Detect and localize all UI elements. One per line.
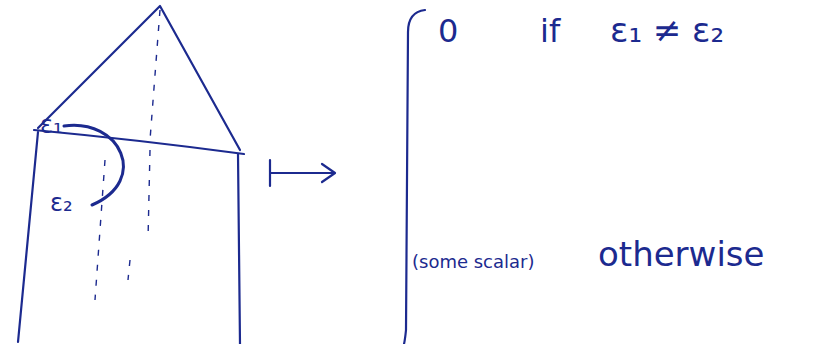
hidden-edge xyxy=(150,10,160,140)
edge-label: ε₁ xyxy=(40,112,63,138)
case-condition: ε₁ ≠ ε₂ xyxy=(610,12,724,49)
hidden-edge xyxy=(95,160,105,300)
case-condition: otherwise xyxy=(598,236,764,273)
hidden-edge xyxy=(148,150,150,240)
gluing-arc xyxy=(64,125,123,205)
right-edge xyxy=(238,154,240,344)
pyramid-outline xyxy=(38,6,240,150)
left-edge xyxy=(18,132,38,342)
case-value: 0 xyxy=(438,14,458,49)
case-value: (some scalar) xyxy=(412,252,535,272)
case-condition: if xyxy=(540,14,560,49)
hidden-edge xyxy=(128,260,130,280)
edge-label: ε₂ xyxy=(50,190,73,216)
base-edge xyxy=(34,130,244,154)
brace xyxy=(404,10,425,344)
mapsto-arrow xyxy=(270,160,335,186)
